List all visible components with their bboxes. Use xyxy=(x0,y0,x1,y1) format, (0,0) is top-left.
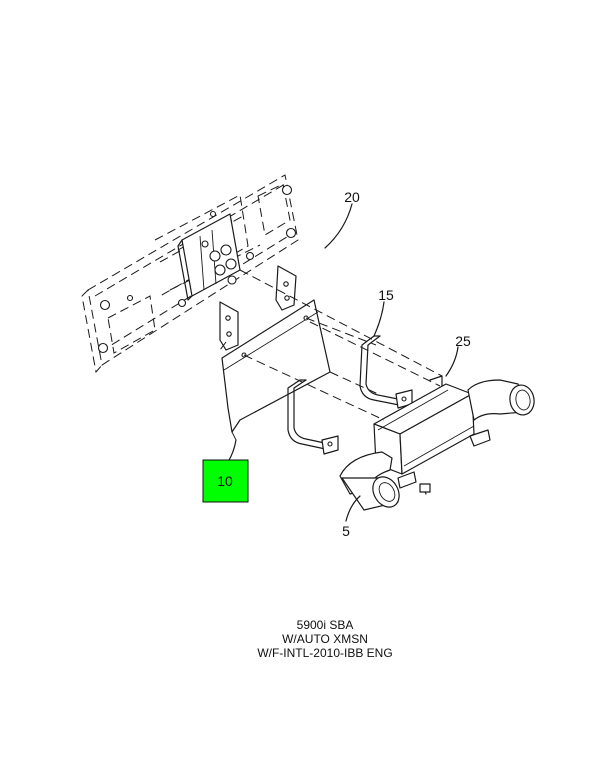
callout-25: 25 xyxy=(455,333,471,349)
callout-15: 15 xyxy=(378,287,394,303)
shield-plate-part-10 xyxy=(221,299,331,441)
caption-transmission: W/AUTO XMSN xyxy=(282,632,368,646)
frame-rail xyxy=(81,174,299,374)
caption-model: 5900i SBA xyxy=(296,618,354,632)
callout-10-highlight xyxy=(202,459,249,503)
bracket-plate xyxy=(177,213,241,301)
callout-5: 5 xyxy=(342,523,350,539)
cooler-box-part-25 xyxy=(373,383,491,495)
outlet-pipe xyxy=(467,379,535,421)
callout-20: 20 xyxy=(344,189,360,205)
strap-bracket-front xyxy=(287,379,339,455)
inlet-tube-part-5 xyxy=(339,451,400,511)
callout-10: 10 xyxy=(217,473,233,489)
alignment-lines xyxy=(219,269,443,421)
caption-engine: W/F-INTL-2010-IBB ENG xyxy=(257,646,393,660)
leader-lines xyxy=(227,203,459,522)
upper-mount-brackets xyxy=(219,265,297,351)
